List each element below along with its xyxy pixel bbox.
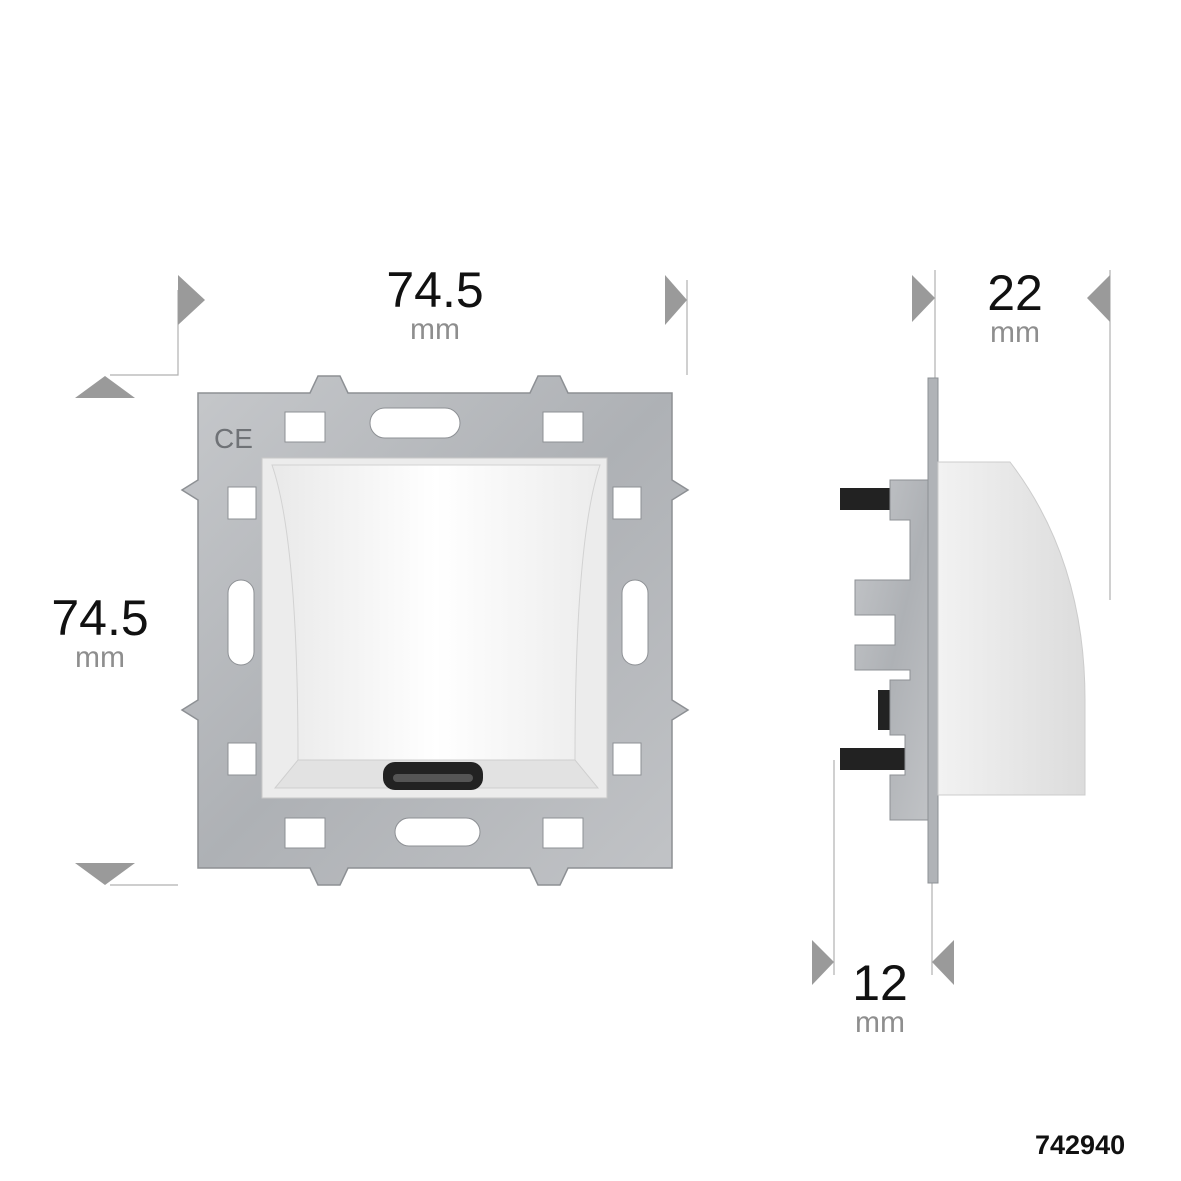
arrow-depth-left [912, 275, 935, 322]
cover-flap [271, 464, 601, 761]
arrow-front-right [932, 940, 954, 985]
side-cover [937, 461, 1086, 796]
dimension-front: 12 mm [820, 958, 940, 1038]
frame-slot [621, 579, 649, 666]
dimension-depth: 22 mm [955, 268, 1075, 348]
ce-mark: CE [214, 423, 253, 454]
frame-slot [394, 817, 481, 847]
dimension-front-value: 12 [852, 955, 908, 1011]
arrow-height-top [75, 376, 135, 398]
arrow-width-right [665, 275, 687, 325]
dimension-width: 74.5 mm [360, 265, 510, 345]
arrow-width-left [178, 275, 205, 325]
frame-slot [284, 817, 326, 849]
dimension-arrows [75, 275, 1110, 985]
frame-slot [227, 486, 257, 520]
reference-number: 742940 [1035, 1130, 1126, 1160]
side-plate [927, 377, 939, 884]
frame-slot [227, 579, 255, 666]
frame-slot [612, 742, 642, 776]
dimension-width-unit: mm [410, 313, 460, 346]
dimension-depth-unit: mm [990, 316, 1040, 349]
arrow-height-bottom [75, 863, 135, 885]
frame-slot [369, 407, 461, 439]
dimension-height-value: 74.5 [51, 590, 149, 646]
dimension-front-unit: mm [855, 1006, 905, 1039]
arrow-depth-right [1087, 275, 1110, 322]
side-metal-body [854, 479, 936, 821]
arrow-front-left [812, 940, 834, 985]
frame-slot [542, 817, 584, 849]
frame-slot [542, 411, 584, 443]
front-view: CE [180, 375, 690, 886]
frame-slot [612, 486, 642, 520]
dimension-depth-value: 22 [987, 265, 1043, 321]
dimension-width-value: 74.5 [386, 262, 484, 318]
side-view [840, 377, 1086, 884]
dimension-height-unit: mm [75, 641, 125, 674]
frame-slot [227, 742, 257, 776]
clip [840, 748, 915, 770]
dimension-height: 74.5 mm [30, 593, 170, 673]
frame-slot [284, 411, 326, 443]
